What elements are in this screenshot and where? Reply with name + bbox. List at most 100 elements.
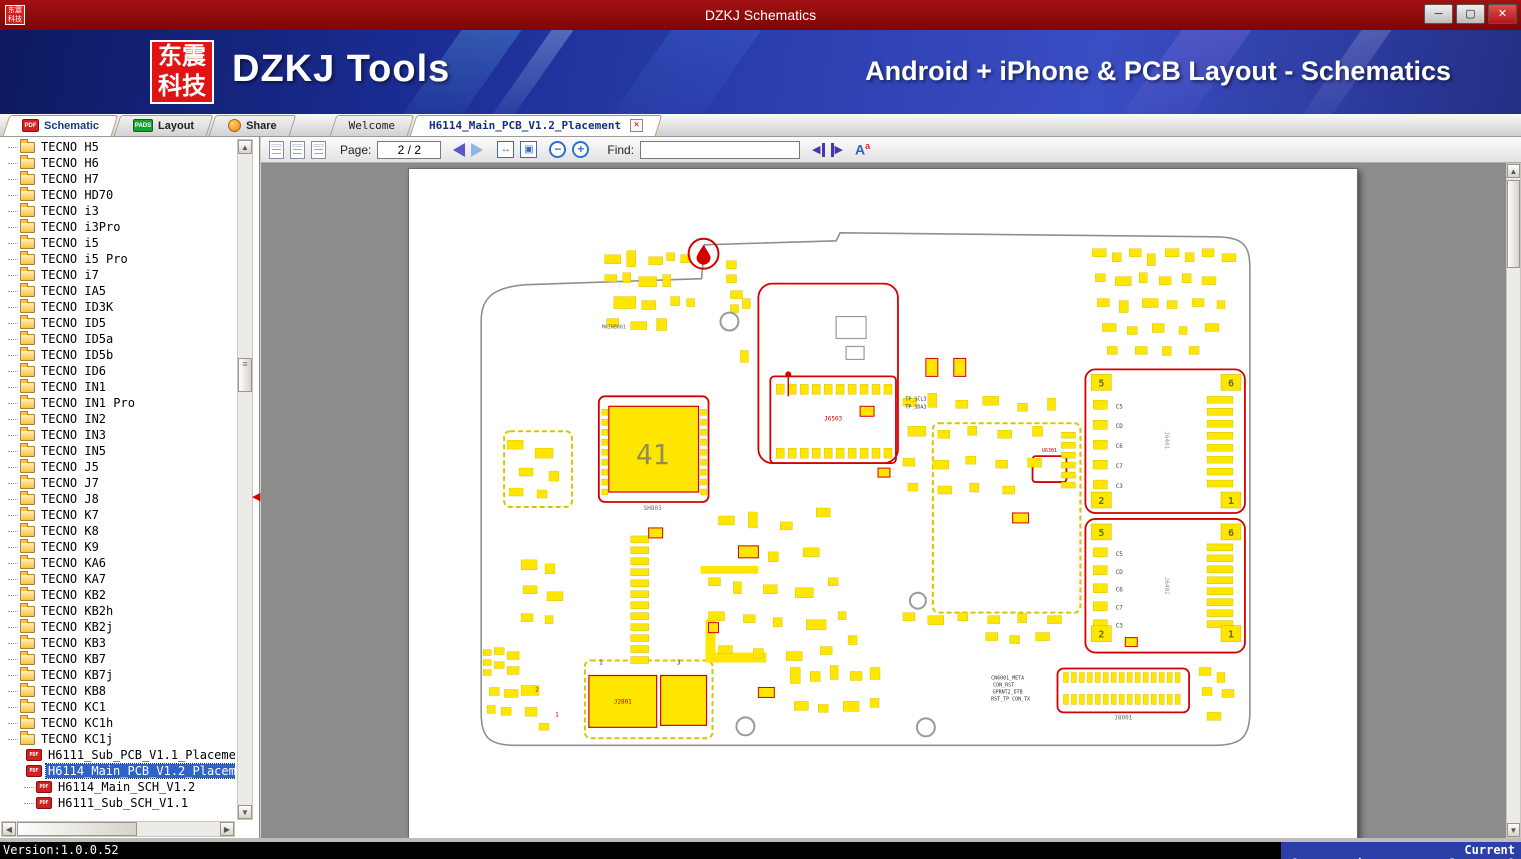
- tree-folder[interactable]: TECNO KB7: [0, 650, 235, 667]
- app-icon-text: 东震: [8, 7, 22, 14]
- tree-folder[interactable]: TECNO KB2h: [0, 602, 235, 619]
- scroll-up-icon[interactable]: ▲: [238, 140, 252, 154]
- tree-folder[interactable]: TECNO i5 Pro: [0, 250, 235, 267]
- tree-folder[interactable]: TECNO KC1j: [0, 730, 235, 747]
- scroll-right-icon[interactable]: ▶: [220, 822, 234, 836]
- tree-folder[interactable]: TECNO ID5: [0, 314, 235, 331]
- single-page-icon[interactable]: [269, 140, 284, 159]
- tree-guide-line: [8, 706, 18, 708]
- svg-text:CD: CD: [1116, 569, 1124, 576]
- tree-vertical-scrollbar[interactable]: ▲ ≡ ▼: [237, 139, 253, 820]
- zoom-in-icon[interactable]: +: [572, 141, 590, 158]
- tree-folder[interactable]: TECNO i5: [0, 234, 235, 251]
- viewer-scroll-thumb[interactable]: [1507, 180, 1520, 268]
- tree-folder[interactable]: TECNO KA7: [0, 570, 235, 587]
- tab-layout[interactable]: PADS Layout: [117, 115, 210, 136]
- scroll-up-icon[interactable]: ▲: [1507, 164, 1520, 178]
- tree-folder[interactable]: TECNO KA6: [0, 554, 235, 571]
- viewer-vertical-scrollbar[interactable]: ▲ ▼: [1506, 163, 1521, 838]
- tree-folder[interactable]: TECNO IA5: [0, 282, 235, 299]
- brand-title: DZKJ Tools: [232, 48, 451, 90]
- tree-folder[interactable]: TECNO KB7j: [0, 666, 235, 683]
- tree-folder[interactable]: TECNO KB8: [0, 682, 235, 699]
- svg-text:MAINB001: MAINB001: [602, 325, 626, 331]
- find-input[interactable]: [640, 140, 801, 159]
- svg-text:C5: C5: [1116, 551, 1124, 558]
- doc-tab-welcome[interactable]: Welcome: [333, 115, 411, 136]
- find-previous-icon[interactable]: ◀: [812, 142, 825, 157]
- tree-folder[interactable]: TECNO ID5a: [0, 330, 235, 347]
- scroll-down-icon[interactable]: ▼: [1507, 823, 1520, 837]
- tree-folder[interactable]: TECNO KB2: [0, 586, 235, 603]
- tab-share[interactable]: Share: [212, 115, 293, 136]
- tree-folder[interactable]: TECNO J5: [0, 458, 235, 475]
- find-next-icon[interactable]: ▶: [830, 142, 843, 157]
- tree-folder[interactable]: TECNO ID6: [0, 362, 235, 379]
- tree-folder[interactable]: TECNO i3: [0, 202, 235, 219]
- tree-folder[interactable]: TECNO IN3: [0, 426, 235, 443]
- tree-folder[interactable]: TECNO H7: [0, 170, 235, 187]
- tree-folder[interactable]: TECNO IN2: [0, 410, 235, 427]
- zoom-out-icon[interactable]: −: [549, 141, 567, 158]
- tree-guide-line: [8, 418, 18, 420]
- tree-folder[interactable]: TECNO K9: [0, 538, 235, 555]
- tree-folder[interactable]: TECNO KB3: [0, 634, 235, 651]
- tab-strip: PDF Schematic PADS Layout Share Welcome …: [0, 114, 1521, 137]
- tree-scroll-thumb[interactable]: ≡: [238, 358, 252, 392]
- page-number-input[interactable]: [377, 140, 442, 159]
- folder-icon: [20, 346, 35, 361]
- scroll-left-icon[interactable]: ◀: [2, 822, 16, 836]
- fit-page-icon[interactable]: ▣: [520, 141, 538, 158]
- scroll-down-icon[interactable]: ▼: [238, 805, 252, 819]
- close-button[interactable]: ✕: [1488, 4, 1517, 24]
- previous-page-icon[interactable]: [453, 142, 466, 157]
- tree-item-label: TECNO ID5b: [41, 348, 114, 362]
- tree-folder[interactable]: TECNO ID5b: [0, 346, 235, 363]
- tree-hscroll-thumb[interactable]: [17, 822, 137, 836]
- tree-folder[interactable]: TECNO J8: [0, 490, 235, 507]
- tree-folder[interactable]: TECNO IN1: [0, 378, 235, 395]
- svg-text:1: 1: [555, 711, 559, 718]
- tab-schematic[interactable]: PDF Schematic: [6, 115, 115, 136]
- doc-tab-placement[interactable]: H6114_Main_PCB_V1.2_Placement ✕: [413, 115, 659, 136]
- svg-text:1: 1: [1228, 630, 1234, 641]
- tree-folder[interactable]: TECNO ID3K: [0, 298, 235, 315]
- tree-folder[interactable]: TECNO H6: [0, 154, 235, 171]
- tree-guide-line: [8, 578, 18, 580]
- folder-icon: [20, 330, 35, 345]
- tree-folder[interactable]: TECNO IN5: [0, 442, 235, 459]
- sidebar-collapse-arrow[interactable]: ◀: [252, 491, 261, 503]
- tree-folder[interactable]: TECNO KC1: [0, 698, 235, 715]
- facing-pages-icon[interactable]: [290, 140, 305, 159]
- tab-share-label: Share: [246, 119, 277, 132]
- tree-folder[interactable]: TECNO i7: [0, 266, 235, 283]
- folder-icon: [20, 490, 35, 505]
- tree-horizontal-scrollbar[interactable]: ◀ ▶: [1, 821, 235, 837]
- minimize-button[interactable]: ─: [1424, 4, 1453, 24]
- tree-folder[interactable]: TECNO J7: [0, 474, 235, 491]
- tree-folder[interactable]: TECNO K7: [0, 506, 235, 523]
- tree-folder[interactable]: TECNO KB2j: [0, 618, 235, 635]
- tree-folder[interactable]: TECNO KC1h: [0, 714, 235, 731]
- folder-icon: [20, 234, 35, 249]
- tree-folder[interactable]: TECNO K8: [0, 522, 235, 539]
- tree-folder[interactable]: TECNO IN1 Pro: [0, 394, 235, 411]
- tree-folder[interactable]: TECNO i3Pro: [0, 218, 235, 235]
- maximize-button[interactable]: ▢: [1456, 4, 1485, 24]
- tree-folder[interactable]: TECNO HD70: [0, 186, 235, 203]
- page-copy-icon[interactable]: [311, 140, 326, 159]
- next-page-icon[interactable]: [471, 142, 484, 157]
- folder-icon: [20, 202, 35, 217]
- tree-folder[interactable]: TECNO H5: [0, 139, 235, 155]
- tree-item-label: TECNO KC1h: [41, 716, 114, 730]
- match-case-icon[interactable]: Aa: [854, 141, 871, 158]
- fit-width-icon[interactable]: ↔: [497, 141, 515, 158]
- version-label: Version:1.0.0.52: [0, 842, 1281, 859]
- folder-icon: [20, 666, 35, 681]
- doc-tab-close-icon[interactable]: ✕: [630, 119, 644, 132]
